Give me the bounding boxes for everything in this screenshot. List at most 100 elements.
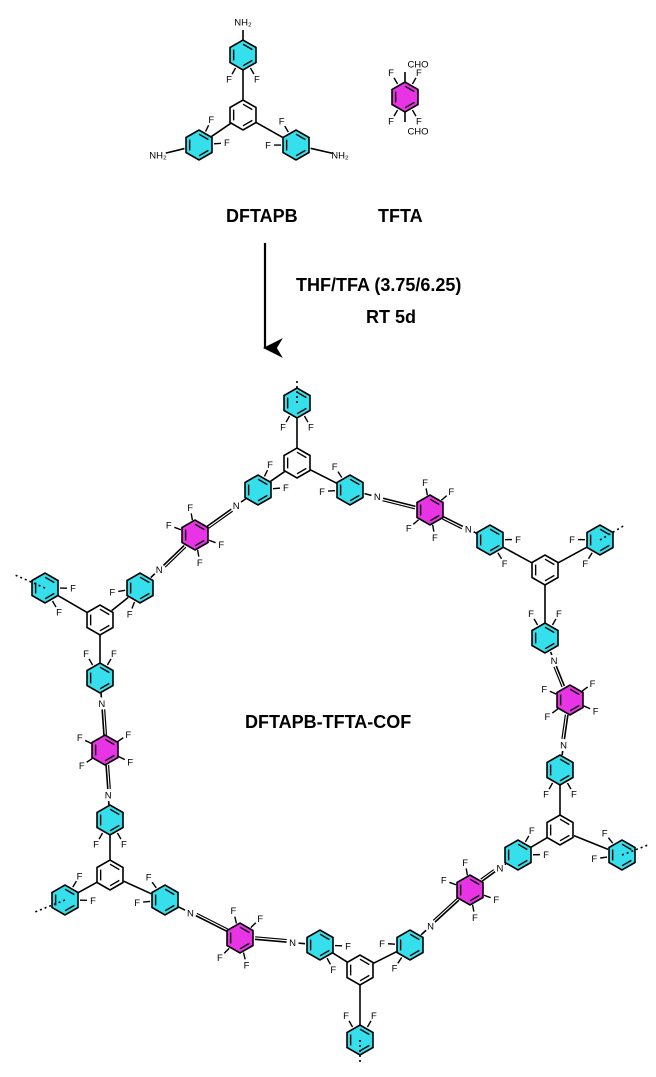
difluorophenyl-ring-double-bond <box>99 666 110 674</box>
ring-f-bond <box>106 658 112 666</box>
ring-f-bond <box>204 124 210 132</box>
imine-link-double-2 <box>553 666 563 688</box>
ring-f-bond <box>440 495 448 501</box>
fluorine-atom: F <box>90 896 96 907</box>
biphenyl-bond <box>111 596 129 612</box>
difluorophenyl-ring-double-bond <box>621 859 632 867</box>
fluorine-atom: F <box>83 649 89 660</box>
difluorophenyl-ring-double-bond <box>349 478 360 486</box>
imine-nitrogen: N <box>289 938 296 949</box>
fluorine-atom: F <box>515 535 521 546</box>
fluorine-atom: F <box>244 961 250 972</box>
tetrafluoro-ring-double-bond <box>239 942 250 950</box>
difluorophenyl-ring-double-bond <box>599 544 610 552</box>
tetrafluoro-ring-double-bond <box>194 523 205 531</box>
difluorophenyl-ring-double-bond <box>44 576 55 584</box>
imine-link-double <box>481 871 496 882</box>
fluorine-atom: F <box>545 712 551 723</box>
difluorophenyl-ring-double-bond <box>198 149 209 157</box>
fluorine-atom: F <box>392 964 398 975</box>
fluorine-atom: F <box>127 609 133 620</box>
ring-f-bond <box>412 519 420 525</box>
fluorine-atom: F <box>422 478 428 489</box>
difluorophenyl-ring-double-bond <box>409 949 420 957</box>
imine-link-double-2 <box>107 764 111 789</box>
benzene-core-double-bond <box>99 608 110 616</box>
fluorine-atom: F <box>280 423 286 434</box>
ring-f-bond <box>51 600 57 608</box>
imine-nitrogen: N <box>98 699 105 710</box>
ring-f-bond <box>242 952 246 960</box>
ring-f-bond <box>249 67 255 75</box>
ring-f-bond <box>471 904 475 912</box>
imine-nitrogen: N <box>427 922 434 933</box>
fluorine-atom: F <box>121 840 127 851</box>
imine-link-double <box>162 544 185 566</box>
imine-link-single <box>504 863 507 866</box>
fluorine-atom: F <box>543 790 549 801</box>
difluorophenyl-ring-double-bond <box>544 626 555 634</box>
conditions-time: RT 5d <box>366 307 416 327</box>
benzene-core-double-bond <box>559 818 570 826</box>
ring-f-bond <box>393 109 399 117</box>
benzene-core-double-bond <box>109 879 120 887</box>
ring-f-bond <box>497 552 503 560</box>
ring-f-bond <box>425 488 429 496</box>
fluorine-atom: F <box>319 487 325 498</box>
benzene-core-double-bond <box>296 467 307 475</box>
fluorine-atom: F <box>388 117 394 128</box>
fluorine-atom: F <box>528 609 534 620</box>
difluorophenyl-ring-double-bond <box>296 407 307 415</box>
difluorophenyl-ring-double-bond <box>64 904 75 912</box>
benzene-core-double-bond <box>359 974 370 982</box>
imine-link-single <box>150 573 156 579</box>
ring-f-bond <box>151 881 157 889</box>
fluorine-atom: F <box>125 730 131 741</box>
benzene-core-double-bond <box>242 119 253 127</box>
tetrafluoro-ring-double-bond <box>104 754 115 762</box>
ring-f-bond <box>72 880 77 888</box>
fluorine-atom: F <box>231 906 237 917</box>
fluorine-atom: F <box>416 117 422 128</box>
imine-link-double <box>240 498 247 503</box>
fluorine-atom: F <box>448 487 454 498</box>
ring-f-bond <box>566 782 572 790</box>
difluorophenyl-ring-double-bond <box>621 843 632 851</box>
imine-nitrogen: N <box>374 492 381 503</box>
fluorine-atom: F <box>254 75 260 86</box>
imine-nitrogen: N <box>187 908 194 919</box>
fluorine-atom: F <box>462 858 468 869</box>
ring-f-bond <box>411 109 417 117</box>
conditions-solvent: THF/TFA (3.75/6.25) <box>296 275 461 295</box>
benzene-core-double-bond <box>544 574 555 582</box>
difluorophenyl-ring-double-bond <box>139 576 150 584</box>
ring-f-bond <box>208 539 216 544</box>
fluorine-atom: F <box>70 584 76 595</box>
imine-nitrogen: N <box>497 864 504 875</box>
imine-nitrogen: N <box>233 501 240 512</box>
imine-link-double <box>555 665 566 687</box>
tetrafluoro-ring-double-bond <box>569 688 580 696</box>
tetrafluoro-ring-double-bond <box>194 539 205 547</box>
fluorine-atom: F <box>218 540 224 551</box>
difluorophenyl-ring-double-bond <box>489 528 500 536</box>
fluorine-atom: F <box>308 423 314 434</box>
difluorophenyl-ring-double-bond <box>559 774 570 782</box>
fluorine-atom: F <box>166 521 172 532</box>
tetrafluoro-ring-double-bond <box>469 878 480 886</box>
fluorine-atom: F <box>569 535 575 546</box>
biphenyl-bond <box>573 834 609 851</box>
extension-bond <box>14 574 46 589</box>
difluorophenyl-ring-double-bond <box>295 133 306 141</box>
imine-link-double-2 <box>480 869 494 880</box>
difluorophenyl-ring-double-bond <box>257 494 268 502</box>
ring-f-bond <box>131 601 136 609</box>
imine-link-single <box>195 914 227 932</box>
fluorine-atom: F <box>590 679 596 690</box>
fluorine-atom: F <box>111 649 117 660</box>
difluorophenyl-ring-double-bond <box>257 478 268 486</box>
ring-f-bond <box>533 618 539 626</box>
ring-f-bond <box>117 737 124 743</box>
fluorine-atom: F <box>345 941 351 952</box>
